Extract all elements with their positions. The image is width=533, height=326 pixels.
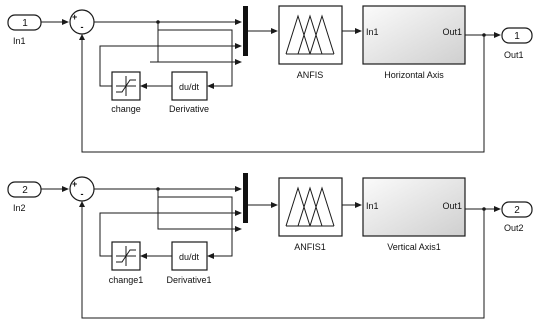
subsystem-out-port-top: Out1 xyxy=(442,27,462,37)
outport-out1-block[interactable]: 1 xyxy=(501,27,533,44)
saturation-label-change: change xyxy=(111,104,141,114)
outport-out2-block[interactable]: 2 xyxy=(501,201,533,218)
derivative-label-top: Derivative xyxy=(169,104,209,114)
bottom-subsystem-row: 2 In2 + - change1 du/dt Derivative1 xyxy=(7,173,533,319)
outport-out2-label: Out2 xyxy=(504,223,524,233)
derivative-block-bottom[interactable]: du/dt xyxy=(171,241,208,271)
derivative-symbol: du/dt xyxy=(179,82,200,92)
sum-block-top[interactable]: + - xyxy=(69,9,95,35)
inport-in1-label: In1 xyxy=(13,36,26,46)
derivative-block-top[interactable]: du/dt xyxy=(171,71,208,101)
inport-in2-number: 2 xyxy=(22,185,28,196)
subsystem-in-port-bottom: In1 xyxy=(366,201,379,211)
anfis-label-bottom: ANFIS1 xyxy=(294,242,326,252)
sum-block-bottom[interactable]: + - xyxy=(69,176,95,202)
mux-bar-top[interactable] xyxy=(243,6,248,56)
subsystem-out-port-bottom: Out1 xyxy=(442,201,462,211)
outport-out1-number: 1 xyxy=(514,31,520,42)
anfis-label-top: ANFIS xyxy=(297,70,324,80)
inport-in1-number: 1 xyxy=(22,18,28,29)
derivative-label-bottom: Derivative1 xyxy=(166,275,211,285)
subsystem-label-top: Horizontal Axis xyxy=(384,70,444,80)
subsystem-horizontal-axis[interactable]: In1 Out1 xyxy=(362,5,466,65)
outport-out1-label: Out1 xyxy=(504,50,524,60)
sum-plus-sign: + xyxy=(72,12,77,22)
derivative-symbol-bottom: du/dt xyxy=(179,252,200,262)
subsystem-label-bottom: Vertical Axis1 xyxy=(387,242,441,252)
saturation-label-change1: change1 xyxy=(109,275,144,285)
inport-in2-block[interactable]: 2 xyxy=(7,181,42,198)
top-subsystem-row: 1 In1 + - change du/dt Derivat xyxy=(7,5,533,153)
subsystem-in-port-top: In1 xyxy=(366,27,379,37)
sum-minus-sign-bottom: - xyxy=(81,189,84,199)
inport-in2-label: In2 xyxy=(13,203,26,213)
anfis-block-top[interactable] xyxy=(278,5,343,65)
saturation-block-change1[interactable] xyxy=(111,241,141,271)
subsystem-vertical-axis1[interactable]: In1 Out1 xyxy=(362,177,466,237)
saturation-block-change[interactable] xyxy=(111,71,141,101)
sum-plus-sign-bottom: + xyxy=(72,179,77,189)
anfis-block-bottom[interactable] xyxy=(278,177,343,237)
outport-out2-number: 2 xyxy=(514,205,520,216)
mux-bar-bottom[interactable] xyxy=(243,173,248,223)
sum-minus-sign: - xyxy=(81,22,84,32)
inport-in1-block[interactable]: 1 xyxy=(7,14,42,31)
